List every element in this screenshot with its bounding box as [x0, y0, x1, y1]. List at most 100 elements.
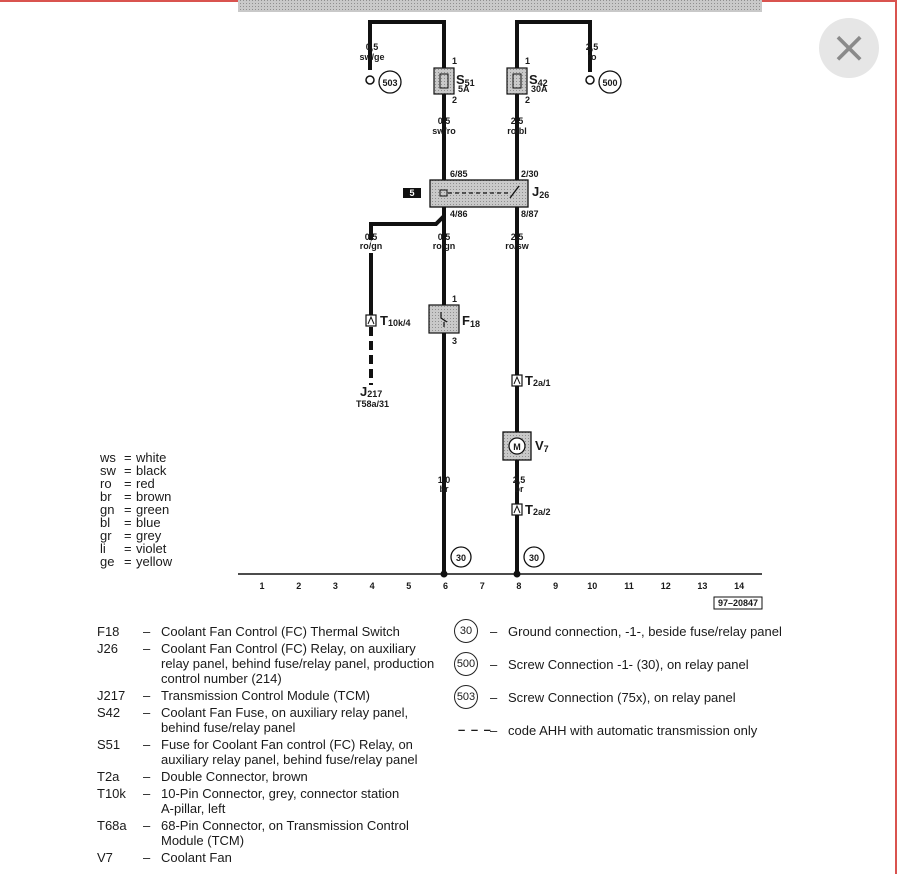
motor-symbol-letter: M — [513, 442, 521, 452]
wire-color-label: sw/ge — [359, 52, 384, 62]
component-description-line: auxiliary relay panel, behind fuse/relay… — [161, 752, 418, 767]
wire-sw-ge — [368, 20, 446, 70]
component-description-line: behind fuse/relay panel — [161, 720, 296, 735]
fuse-s51-rating: 5A — [458, 84, 470, 94]
pin-label: 2 — [452, 95, 457, 105]
fuse-s51 — [433, 67, 455, 95]
wire-size-label: 2,5 — [586, 42, 599, 52]
screw-connection-500 — [598, 70, 622, 94]
terminal-503 — [365, 75, 375, 85]
component-description: Double Connector, brown — [161, 769, 461, 784]
screw-connection-500-label: 500 — [602, 78, 617, 88]
screw-connection-503 — [378, 70, 402, 94]
component-description: 68-Pin Connector, on Transmission Contro… — [161, 818, 461, 848]
wire-ro-gn-branch — [369, 207, 446, 240]
component-description-line: Double Connector, brown — [161, 769, 308, 784]
connection-symbol: 500 — [454, 652, 478, 676]
ruler-number: 9 — [553, 581, 558, 591]
component-description-line: Coolant Fan Control (FC) Thermal Switch — [161, 624, 400, 639]
color-code: ro — [100, 476, 112, 491]
connection-legend: 30–Ground connection, -1-, beside fuse/r… — [454, 619, 834, 749]
connector-t10k — [365, 314, 377, 327]
color-name: blue — [136, 515, 161, 530]
wire-color-label: ro/gn — [433, 241, 456, 251]
component-legend: F18–Coolant Fan Control (FC) Thermal Swi… — [97, 624, 457, 865]
equals-sign: = — [124, 463, 132, 478]
component-description-line: Coolant Fan Fuse, on auxiliary relay pan… — [161, 705, 409, 720]
ground-connection-left — [450, 546, 472, 568]
color-code: li — [100, 541, 106, 556]
dash: – — [143, 688, 151, 703]
equals-sign: = — [124, 489, 132, 504]
ruler-number: 10 — [587, 581, 597, 591]
component-description: Coolant Fan Fuse, on auxiliary relay pan… — [161, 705, 461, 735]
fuse-s42 — [506, 67, 528, 95]
ruler-number: 8 — [516, 581, 521, 591]
terminal-500 — [585, 75, 595, 85]
motor-symbol — [508, 437, 526, 455]
dash: – — [490, 723, 498, 738]
pin-label: 1 — [452, 56, 457, 66]
component-description-line: Transmission Control Module (TCM) — [161, 688, 371, 703]
relay-j26-label: J26 — [532, 184, 549, 200]
ruler-number: 13 — [697, 581, 707, 591]
fuse-s42-rating: 30A — [531, 84, 548, 94]
connection-entry: 30–Ground connection, -1-, beside fuse/r… — [454, 619, 834, 645]
component-description: Transmission Control Module (TCM) — [161, 688, 461, 703]
connection-symbol: 30 — [454, 619, 478, 643]
connection-entry: 503–Screw Connection (75x), on relay pan… — [454, 685, 834, 711]
component-code: V7 — [97, 850, 113, 865]
ruler-number: 2 — [296, 581, 301, 591]
connector-t2a-2-label: T2a/2 — [525, 502, 550, 517]
wire-ro — [515, 20, 592, 72]
wire-size-label: 0,5 — [438, 232, 451, 242]
equals-sign: = — [124, 502, 132, 517]
wire-size-label: 0,5 — [366, 42, 379, 52]
wire-color-label: ro/gn — [360, 241, 383, 251]
wire-size-label: 0,5 — [365, 232, 378, 242]
component-description-line: relay panel, behind fuse/relay panel, pr… — [161, 656, 435, 671]
equals-sign: = — [124, 528, 132, 543]
ref-code: 97–20847 — [718, 598, 758, 608]
dashed-line-symbol: – – – — [458, 722, 492, 737]
connector-t2a-1-label: T2a/1 — [525, 373, 550, 388]
motor-v7-label: V7 — [535, 438, 549, 454]
connector-arrow — [513, 375, 521, 385]
equals-sign: = — [124, 515, 132, 530]
wire-size-label: 2,5 — [513, 475, 526, 485]
pin-label: 1 — [525, 56, 530, 66]
ref-code-box — [713, 596, 763, 610]
top-bus-bar — [238, 0, 762, 12]
thermal-switch-f18 — [428, 304, 460, 334]
pin-label: 8/87 — [521, 209, 539, 219]
connection-entry: – – ––code AHH with automatic transmissi… — [454, 718, 834, 744]
dash: – — [143, 737, 151, 752]
ground-left-label: 30 — [456, 553, 466, 563]
ground-node — [440, 570, 448, 578]
wiring-diagram: 503 500 0,5 sw/ge 2,5 ro 1 2 1 2 S51 5A … — [238, 0, 763, 610]
connection-description: Screw Connection (75x), on relay panel — [508, 690, 736, 705]
component-code: T68a — [97, 818, 127, 833]
ground-right-label: 30 — [529, 553, 539, 563]
module-j217-pin: T58a/31 — [356, 399, 389, 409]
connector-arrow — [513, 504, 521, 514]
color-name: white — [136, 450, 167, 465]
color-name: grey — [136, 528, 162, 543]
ruler-number: 7 — [480, 581, 485, 591]
component-description-line: 10-Pin Connector, grey, connector statio… — [161, 786, 400, 801]
color-name: brown — [136, 489, 172, 504]
ground-node — [513, 570, 521, 578]
ruler-number: 14 — [734, 581, 744, 591]
fuse-s51-label: S51 — [456, 72, 475, 88]
close-button[interactable]: × — [819, 18, 879, 78]
wire-size-label: 2,5 — [511, 116, 524, 126]
pin-label: 3 — [452, 336, 457, 346]
thermal-switch-symbol — [440, 312, 448, 327]
ruler-number: 4 — [370, 581, 375, 591]
connector-arrow — [367, 315, 375, 325]
ground-connection-right — [523, 546, 545, 568]
component-description-line: Coolant Fan — [161, 850, 232, 865]
wire-color-label: ro/bl — [507, 126, 527, 136]
dash: – — [143, 769, 151, 784]
